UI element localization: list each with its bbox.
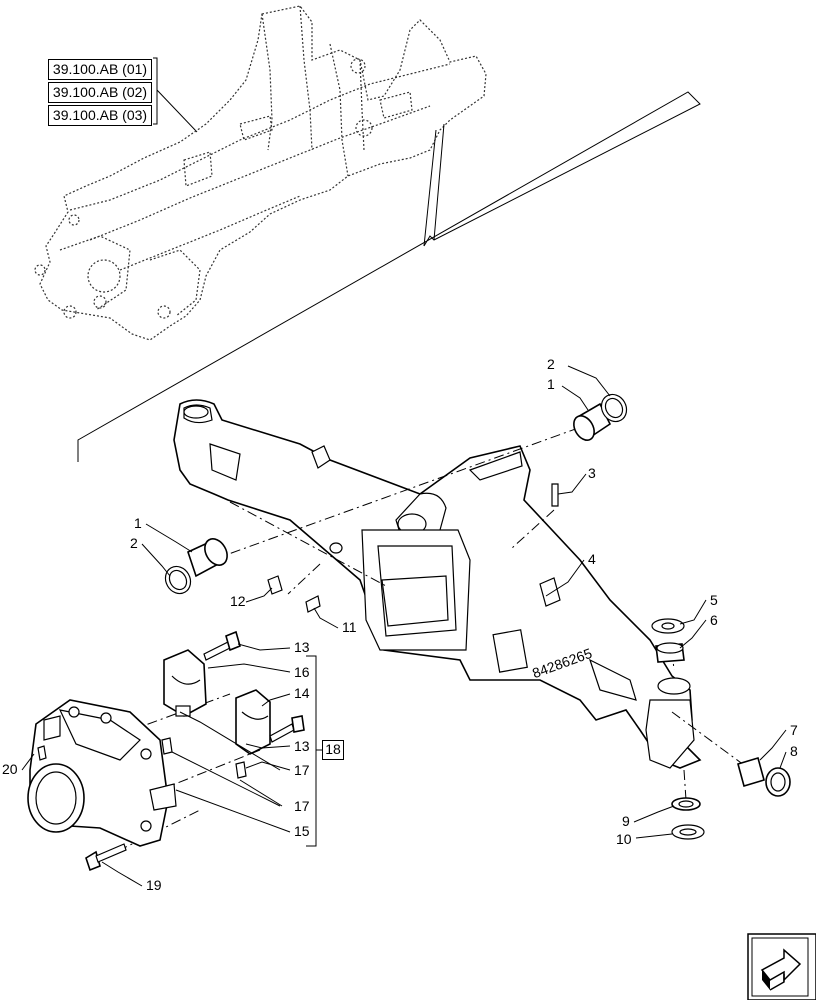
pin-17-upper	[235, 761, 247, 779]
centerline-12	[287, 563, 321, 595]
bolt-13-upper	[203, 630, 241, 661]
section-divider-right	[433, 123, 445, 241]
callout-16: 16	[294, 664, 310, 680]
centerline-lower	[229, 501, 387, 587]
callout-5: 5	[710, 592, 718, 608]
callout-8: 8	[790, 743, 798, 759]
chassis-phantom-frame	[34, 5, 487, 341]
callout-15: 15	[294, 823, 310, 839]
leader-lines	[21, 365, 787, 887]
callout-17-lower: 17	[294, 798, 310, 814]
washer-small	[329, 542, 343, 554]
bolt-19	[85, 843, 127, 872]
reference-box-3[interactable]: 39.100.AB (03)	[48, 105, 152, 126]
bolt-13-lower	[269, 715, 305, 743]
callout-9: 9	[622, 813, 630, 829]
support-bracket-15	[27, 699, 177, 847]
bushing-7	[737, 756, 765, 788]
group-label-box: 18	[322, 740, 344, 760]
axle-support-housing: 84286265	[173, 399, 702, 769]
callout-12: 12	[230, 593, 246, 609]
callout-14: 14	[294, 685, 310, 701]
callout-2-right: 2	[547, 356, 555, 372]
pin-11	[305, 595, 321, 613]
grease-fitting-3	[551, 483, 559, 507]
group-18-bracket	[306, 655, 317, 847]
callout-2-left: 2	[130, 535, 138, 551]
reference-box-1[interactable]: 39.100.AB (01)	[48, 59, 152, 80]
callout-19: 19	[146, 877, 162, 893]
callout-3: 3	[588, 465, 596, 481]
section-divider-left	[423, 129, 437, 247]
clamp-half-16	[163, 649, 207, 717]
callout-13-lower: 13	[294, 738, 310, 754]
next-page-arrow-icon[interactable]	[747, 933, 816, 1000]
centerline-pivot	[211, 417, 607, 561]
callout-13-upper: 13	[294, 639, 310, 655]
callout-1-right: 1	[547, 376, 555, 392]
plug-12	[267, 575, 283, 595]
callout-1-left: 1	[134, 515, 142, 531]
centerline-bracket-2	[159, 749, 261, 791]
centerline-3	[511, 509, 555, 549]
bushing-right	[573, 393, 628, 442]
callout-4: 4	[588, 551, 596, 567]
reference-box-2[interactable]: 39.100.AB (02)	[48, 82, 152, 103]
bushing-left	[164, 538, 228, 595]
callout-labels: 2 1 3 4 5 6 7 8 9 10 1 2 11 12 13 16 14 …	[2, 356, 798, 893]
clamp-half-14	[235, 689, 271, 755]
callout-7: 7	[790, 722, 798, 738]
callout-10: 10	[616, 831, 632, 847]
callout-6: 6	[710, 612, 718, 628]
callout-17-upper: 17	[294, 762, 310, 778]
callout-20: 20	[2, 761, 18, 777]
pin-20	[37, 745, 47, 761]
section-divider	[77, 91, 701, 462]
callout-11: 11	[342, 619, 357, 635]
pin-17-lower	[161, 737, 173, 755]
centerline-7	[671, 711, 749, 769]
centerline-9	[683, 769, 687, 801]
reference-leader	[156, 89, 198, 133]
reference-bracket	[153, 57, 158, 125]
